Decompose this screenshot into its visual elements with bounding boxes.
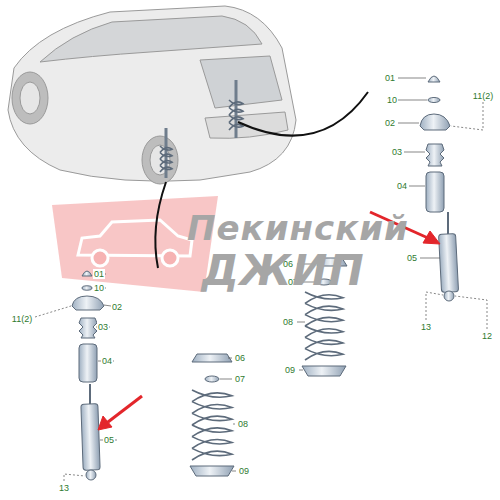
- dust-boot: [426, 172, 444, 212]
- spring-coil: [305, 337, 343, 348]
- dashed-leader: [35, 102, 487, 481]
- shock-body: [439, 234, 459, 293]
- car-rim: [20, 82, 40, 114]
- watermark-text: ДЖИП: [201, 246, 364, 295]
- piston-rod: [89, 384, 91, 406]
- callout-number: 09: [284, 365, 296, 375]
- callout-number: 02: [111, 302, 123, 312]
- spring-isolator: [205, 376, 219, 382]
- callout-number: 05: [103, 435, 115, 445]
- coil-spring: [192, 390, 232, 460]
- arrow-shaft: [108, 396, 142, 422]
- reference-curve: [155, 182, 166, 268]
- watermark-text: Пекинский: [187, 208, 409, 248]
- car-rear-window: [200, 56, 282, 108]
- callout-number: 03: [391, 147, 403, 157]
- reference-curve: [238, 92, 368, 136]
- washer: [428, 98, 440, 103]
- car-roof-glass: [40, 16, 262, 62]
- shock-eye: [444, 291, 454, 301]
- spring-coil: [229, 115, 243, 123]
- spring-coil: [192, 425, 232, 437]
- callout-number: 09: [238, 466, 250, 476]
- middle-spring-assembly: [190, 354, 234, 476]
- shock-eye: [86, 470, 96, 480]
- washer: [82, 286, 92, 290]
- spring-coil: [229, 108, 243, 116]
- callout-number: 06: [234, 353, 246, 363]
- spring-coil: [305, 315, 343, 326]
- spring-coil: [192, 390, 232, 402]
- shock-body: [81, 404, 100, 471]
- callout-number: 03: [97, 322, 109, 332]
- nut: [82, 271, 92, 276]
- callout-number: 05: [406, 253, 418, 263]
- car: [8, 6, 296, 184]
- bump-stop: [426, 144, 444, 166]
- callout-number: 11(2): [11, 314, 33, 324]
- callout-number: 12: [481, 331, 493, 341]
- spring-coil: [160, 146, 172, 153]
- spring-upper-seat: [192, 354, 232, 362]
- bump-stop: [79, 318, 97, 338]
- callout-number: 08: [282, 317, 294, 327]
- spring-lower-seat: [190, 466, 234, 476]
- top-mount: [420, 114, 450, 130]
- spring-coil: [192, 437, 232, 449]
- logo-wheel: [92, 250, 108, 266]
- car-shock: [165, 128, 168, 178]
- callout-number: 04: [101, 356, 113, 366]
- callout-number: 11(2): [472, 91, 494, 101]
- spring-coil: [305, 349, 343, 360]
- spring-coil: [160, 153, 172, 160]
- left-shock-assembly: [72, 271, 104, 480]
- spring-coil: [192, 413, 232, 425]
- spring-coil: [192, 402, 232, 414]
- car-wheel: [142, 136, 178, 184]
- logo-wheel: [162, 250, 178, 266]
- spring-coil: [160, 166, 172, 173]
- callout-number: 01: [93, 269, 105, 279]
- spring-coil: [305, 303, 343, 314]
- callout-number: 02: [384, 118, 396, 128]
- piston-rod: [447, 212, 449, 236]
- dust-boot: [79, 344, 97, 382]
- car-wheel: [12, 72, 48, 124]
- callout-number: 01: [384, 73, 396, 83]
- callout-number: 07: [234, 374, 246, 384]
- callout-number: 10: [93, 283, 105, 293]
- nut: [428, 76, 440, 82]
- leader-line: [93, 274, 117, 440]
- spring-coil: [305, 326, 343, 337]
- arrow-head: [98, 416, 112, 430]
- coil-spring: [305, 292, 343, 360]
- callout-number: 10: [386, 95, 398, 105]
- car-spring: [160, 146, 172, 172]
- car-body: [8, 6, 296, 181]
- leader-lines: [35, 78, 487, 481]
- callout-number: 08: [237, 419, 249, 429]
- top-mount: [72, 296, 104, 310]
- callout-number: 13: [420, 322, 432, 332]
- callout-number: 04: [396, 181, 408, 191]
- callout-number: 13: [58, 483, 70, 493]
- spring-lower-seat: [302, 366, 346, 376]
- spring-coil: [229, 100, 243, 108]
- spring-coil: [192, 448, 232, 460]
- car-spring: [229, 100, 243, 130]
- arrow-head: [423, 231, 440, 244]
- spring-coil: [160, 159, 172, 166]
